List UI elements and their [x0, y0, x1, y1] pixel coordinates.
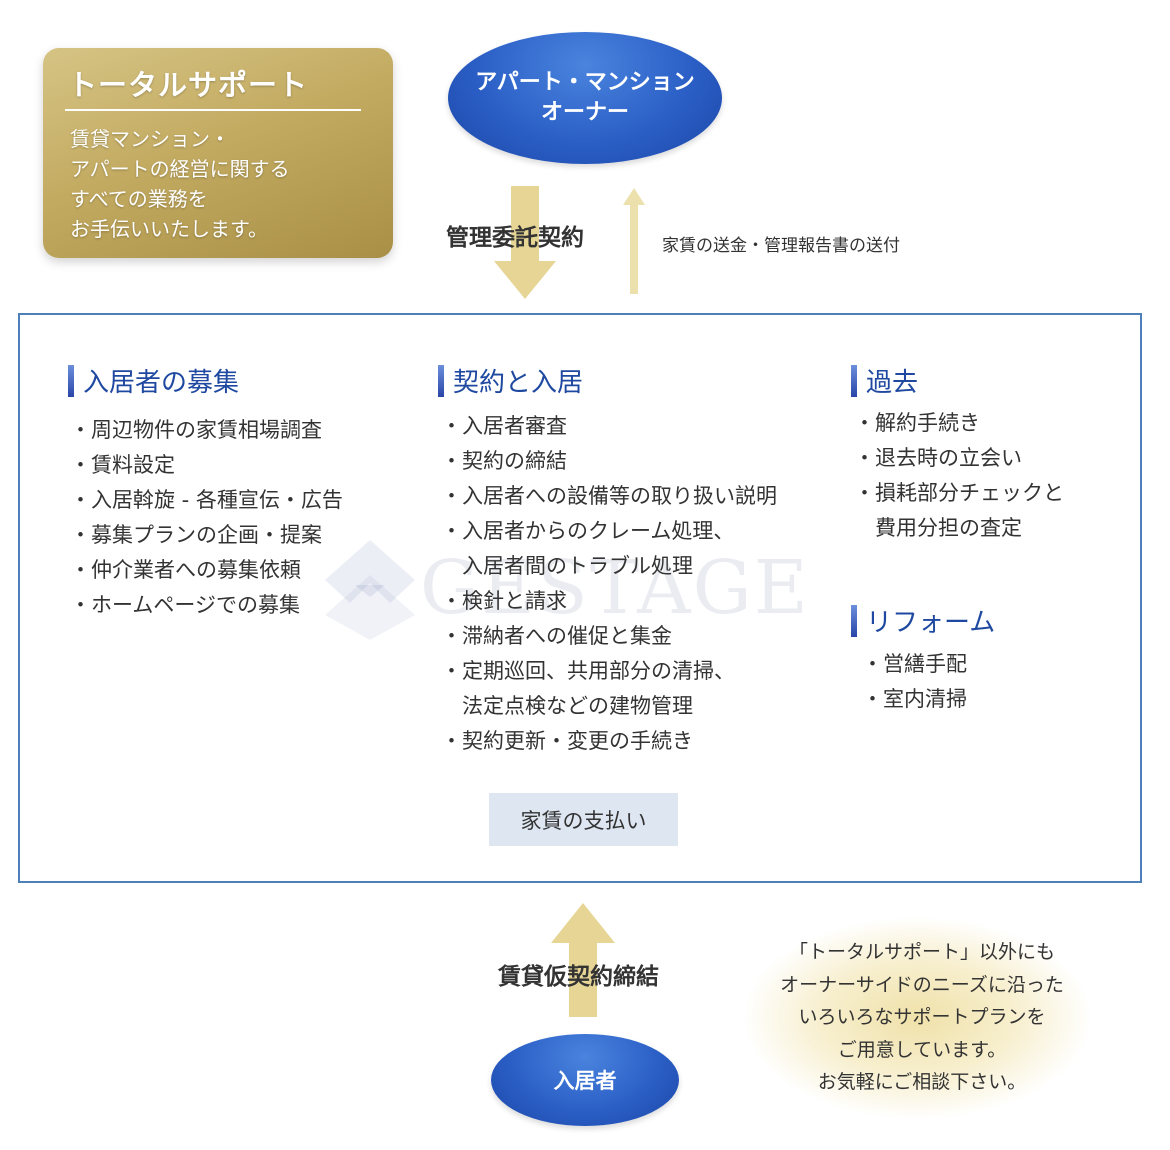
list-item: 法定点検などの建物管理 [441, 694, 693, 718]
owner-node: アパート・マンション オーナー [448, 32, 722, 164]
list-item: ・検針と請求 [441, 589, 567, 613]
list-item: ・周辺物件の家賃相場調査 [70, 418, 322, 442]
section-heading-bar [68, 364, 74, 397]
list-item: ・契約の締結 [441, 449, 567, 473]
total-support-line: 賃貸マンション・ [70, 127, 230, 151]
management-services-box [18, 313, 1142, 883]
section-heading-text: 過去 [866, 368, 919, 398]
list-item: ・解約手続き [854, 411, 980, 435]
tenant-node: 入居者 [491, 1034, 679, 1126]
provisional-contract-label: 賃貸仮契約締結 [498, 964, 659, 990]
section-items-moveout: ・解約手続き ・退去時の立会い ・損耗部分チェックと 費用分担の査定 [854, 406, 1064, 546]
total-support-description: 賃貸マンション・ アパートの経営に関する すべての業務を お手伝いいたします。 [70, 124, 370, 244]
section-heading-moveout: 過去 [851, 362, 918, 399]
section-heading-text: 入居者の募集 [83, 368, 240, 398]
tenant-label: 入居者 [553, 1069, 617, 1093]
down-arrow-icon [494, 186, 556, 299]
up-arrow-icon [551, 903, 615, 1017]
total-support-divider [65, 109, 361, 111]
section-heading-bar [438, 364, 444, 397]
list-item: ・契約更新・変更の手続き [441, 729, 693, 753]
list-item: ・退去時の立会い [854, 446, 1022, 470]
total-support-box: トータルサポート 賃貸マンション・ アパートの経営に関する すべての業務を お手… [43, 48, 393, 258]
section-heading-text: 契約と入居 [453, 368, 584, 398]
list-item: ・損耗部分チェックと [854, 481, 1064, 505]
note-line: オーナーサイドのニーズに沿った [780, 973, 1064, 996]
list-item: ・仲介業者への募集依頼 [70, 558, 301, 582]
note-line: 「トータルサポート」以外にも [788, 941, 1055, 963]
list-item: ・入居者審査 [441, 414, 567, 438]
section-heading-text: リフォーム [866, 608, 996, 638]
note-line: お気軽にご相談下さい。 [817, 1071, 1027, 1093]
gestage-logo-icon [325, 540, 415, 640]
list-item: 入居者間のトラブル処理 [441, 554, 693, 578]
total-support-title: トータルサポート [68, 68, 309, 102]
rent-remittance-label: 家賃の送金・管理報告書の送付 [662, 236, 900, 256]
management-contract-label: 管理委託契約 [446, 225, 584, 251]
list-item: 費用分担の査定 [854, 516, 1022, 540]
section-heading-reform: リフォーム [851, 602, 995, 639]
total-support-line: お手伝いいたします。 [70, 217, 268, 241]
list-item: ・入居斡旋 - 各種宣伝・広告 [70, 488, 343, 512]
support-plan-note: 「トータルサポート」以外にも オーナーサイドのニーズに沿った いろいろなサポート… [752, 936, 1092, 1099]
section-items-contract: ・入居者審査 ・契約の締結 ・入居者への設備等の取り扱い説明 ・入居者からのクレ… [441, 409, 777, 759]
section-heading-contract: 契約と入居 [438, 362, 583, 399]
list-item: ・入居者からのクレーム処理、 [441, 519, 735, 543]
list-item: ・賃料設定 [70, 453, 175, 477]
list-item: ・営繕手配 [862, 652, 967, 676]
note-line: ご用意しています。 [837, 1038, 1007, 1061]
watermark-text: GESTAGE [420, 545, 810, 631]
section-items-reform: ・営繕手配 ・室内清掃 [862, 647, 967, 717]
section-heading-bar [851, 604, 857, 637]
list-item: ・室内清掃 [862, 687, 967, 711]
note-line: いろいろなサポートプランを [798, 1006, 1046, 1028]
section-heading-bar [851, 364, 857, 397]
list-item: ・定期巡回、共用部分の清掃、 [441, 659, 735, 683]
list-item: ・募集プランの企画・提案 [70, 523, 322, 547]
list-item: ・入居者への設備等の取り扱い説明 [441, 484, 777, 508]
total-support-line: すべての業務を [70, 187, 208, 211]
total-support-line: アパートの経営に関する [70, 157, 290, 181]
section-items-recruitment: ・周辺物件の家賃相場調査 ・賃料設定 ・入居斡旋 - 各種宣伝・広告 ・募集プラ… [70, 413, 343, 623]
list-item: ・滞納者への催促と集金 [441, 624, 672, 648]
up-arrow-icon [623, 188, 645, 294]
owner-label-line: アパート・マンション [475, 70, 695, 95]
section-heading-recruitment: 入居者の募集 [68, 362, 239, 399]
rent-payment-box: 家賃の支払い [489, 793, 678, 846]
note-glow [745, 918, 1090, 1118]
list-item: ・ホームページでの募集 [70, 593, 300, 617]
owner-label-line: オーナー [540, 100, 629, 125]
